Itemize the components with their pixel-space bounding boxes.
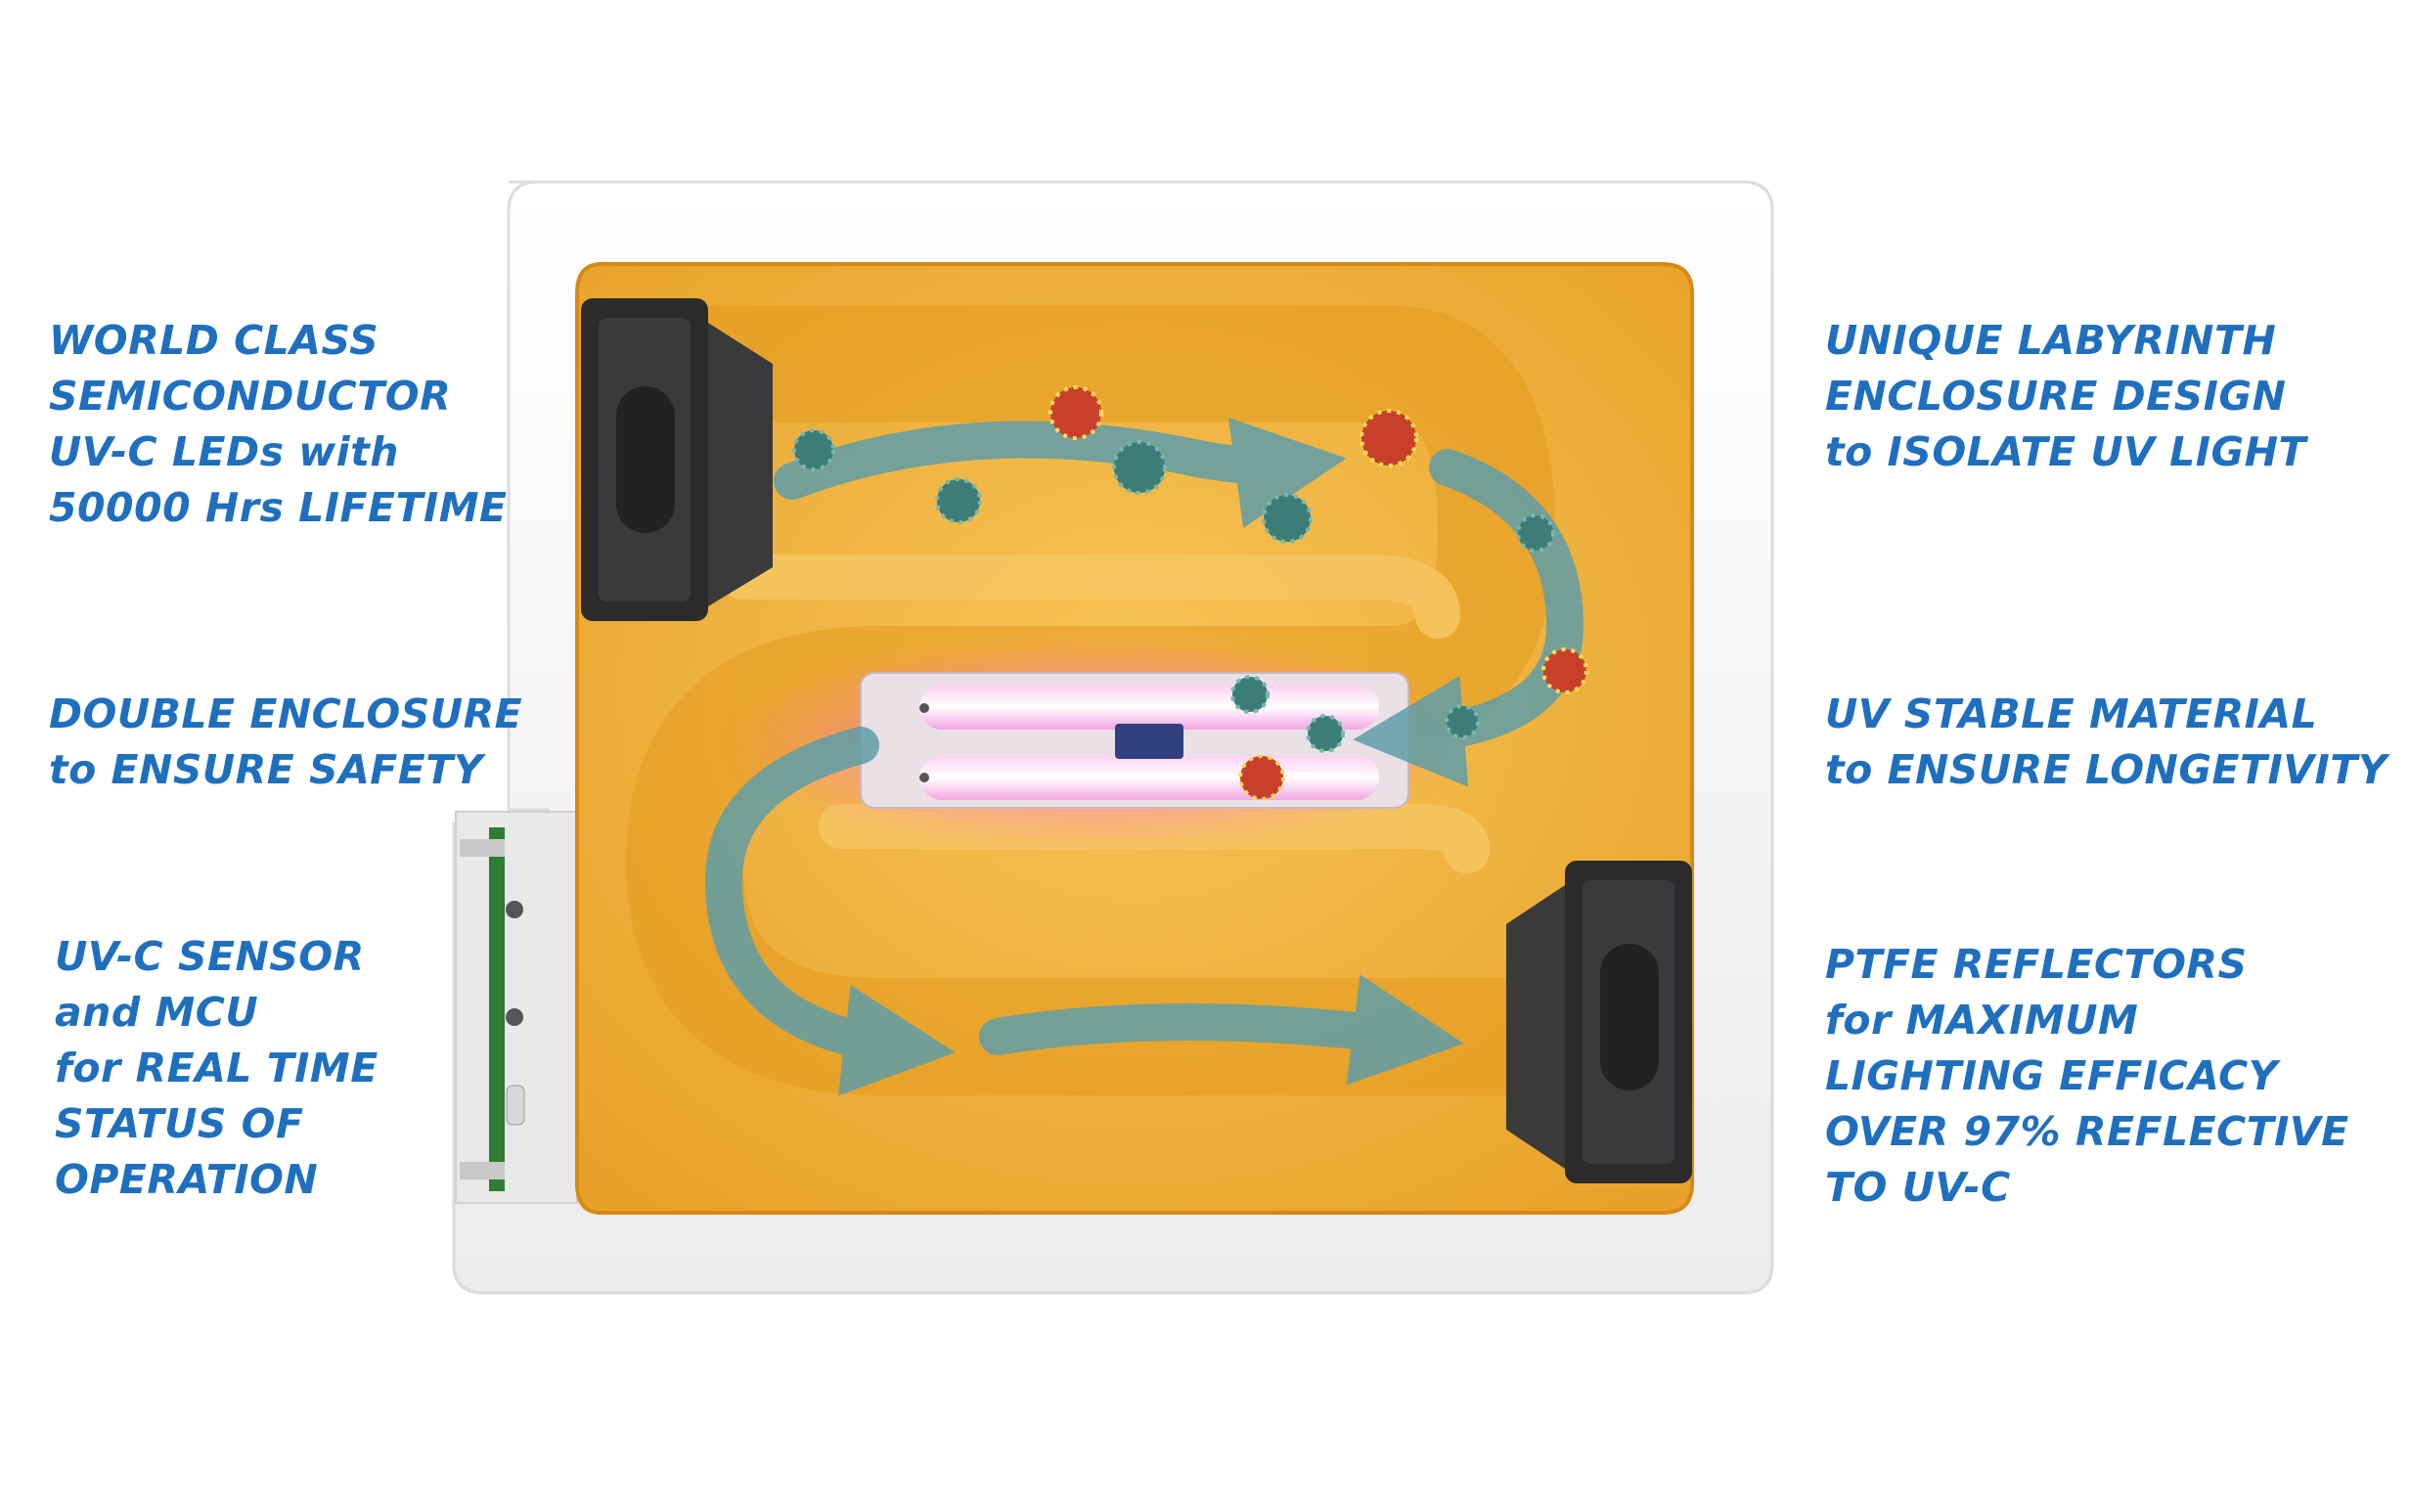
virus-icon — [792, 385, 1588, 801]
callout-sensor: UV-C SENSOR and MCU for REAL TIME STATUS… — [55, 929, 379, 1208]
callout-leds-line: WORLD CLASS — [49, 317, 379, 364]
callout-double-enclosure-line: DOUBLE ENCLOSURE — [49, 690, 523, 737]
callout-labyrinth: UNIQUE LABYRINTH ENCLOSURE DESIGN to ISO… — [1825, 313, 2306, 480]
callout-reflectors-line: for MAXIMUM — [1825, 997, 2139, 1044]
fan-icon — [581, 298, 773, 621]
callout-double-enclosure-line: to ENSURE SAFETY — [49, 746, 483, 793]
callout-reflectors-line: OVER 97% REFLECTIVE — [1825, 1108, 2349, 1155]
circuit-board-icon — [460, 827, 525, 1191]
callout-labyrinth-line: to ISOLATE UV LIGHT — [1825, 428, 2306, 475]
uv-tube-icon — [724, 636, 1467, 851]
callout-sensor-line: for REAL TIME — [55, 1045, 379, 1091]
callout-material: UV STABLE MATERIAL to ENSURE LONGETIVITY — [1825, 687, 2388, 798]
callout-leds-line: 50000 Hrs LIFETIME — [49, 484, 508, 531]
callout-double-enclosure: DOUBLE ENCLOSURE to ENSURE SAFETY — [49, 687, 522, 798]
callout-reflectors-line: PTFE REFLECTORS — [1825, 941, 2248, 988]
callout-material-line: to ENSURE LONGETIVITY — [1825, 746, 2388, 793]
callout-material-line: UV STABLE MATERIAL — [1825, 690, 2318, 737]
fan-icon — [1506, 861, 1692, 1183]
callout-labyrinth-line: ENCLOSURE DESIGN — [1825, 373, 2287, 420]
callout-leds-line: SEMICONDUCTOR — [49, 373, 452, 420]
callout-reflectors-line: TO UV-C — [1825, 1164, 2011, 1211]
callout-sensor-line: OPERATION — [55, 1156, 319, 1203]
callout-reflectors: PTFE REFLECTORS for MAXIMUM LIGHTING EFF… — [1825, 937, 2349, 1216]
callout-leds: WORLD CLASS SEMICONDUCTOR UV-C LEDs with… — [49, 313, 508, 536]
callout-sensor-line: UV-C SENSOR — [55, 933, 365, 980]
callout-sensor-line: and MCU — [55, 989, 259, 1036]
callout-leds-line: UV-C LEDs with — [49, 428, 399, 475]
airflow-arrow-icon — [704, 418, 1584, 1096]
callout-sensor-line: STATUS OF — [55, 1100, 304, 1147]
callout-labyrinth-line: UNIQUE LABYRINTH — [1825, 317, 2277, 364]
callout-reflectors-line: LIGHTING EFFICACY — [1825, 1052, 2278, 1099]
sensor-board-bay — [455, 811, 578, 1204]
